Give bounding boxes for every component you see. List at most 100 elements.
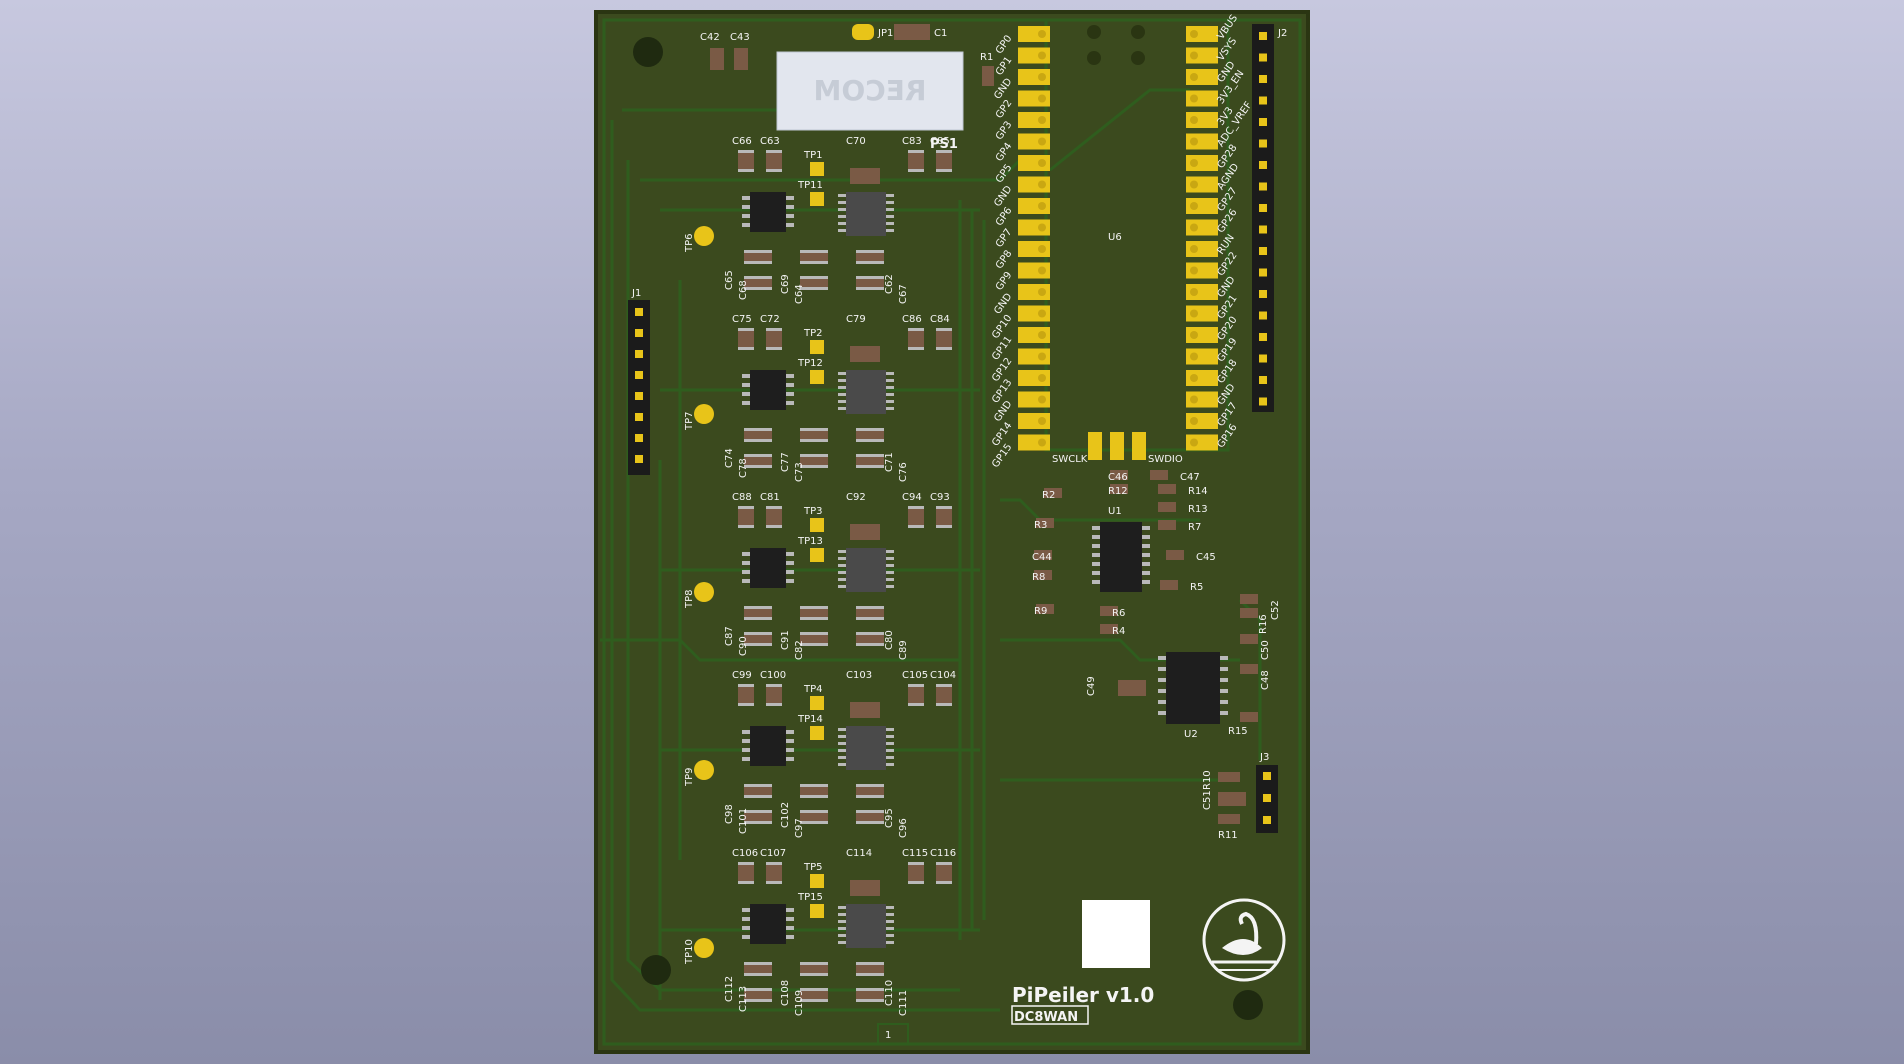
smd-part — [800, 784, 828, 798]
header-pin — [1259, 397, 1267, 406]
svg-text:TP5: TP5 — [803, 862, 823, 873]
svg-text:C101: C101 — [738, 808, 749, 834]
header-pin — [635, 350, 643, 358]
smd-part — [1158, 520, 1176, 530]
svg-text:TP12: TP12 — [797, 358, 823, 369]
smd-part — [744, 632, 772, 646]
smd-part — [800, 632, 828, 646]
power-module-label: PS1 — [930, 137, 958, 152]
header-pin — [1259, 75, 1267, 83]
smd-part — [1036, 604, 1054, 614]
svg-text:TP11: TP11 — [797, 180, 823, 191]
test-point — [694, 226, 714, 246]
header-pin — [1259, 53, 1267, 62]
ic-chip — [846, 370, 886, 414]
svg-text:C100: C100 — [760, 670, 786, 681]
smd-part — [744, 454, 772, 468]
svg-text:C112: C112 — [724, 976, 735, 1002]
smd-part — [744, 988, 772, 1002]
svg-text:R10: R10 — [1202, 770, 1213, 790]
svg-text:C113: C113 — [738, 986, 749, 1012]
smd-part — [1240, 712, 1258, 722]
header-pin — [1259, 333, 1267, 341]
header-pin — [635, 371, 643, 379]
smd-part — [1100, 606, 1118, 616]
test-point — [810, 518, 824, 532]
smd-part — [738, 684, 754, 706]
ic-chip — [750, 370, 786, 410]
svg-text:R13: R13 — [1188, 504, 1208, 515]
header-pin — [1259, 32, 1267, 40]
svg-text:C93: C93 — [930, 492, 950, 503]
smd-part — [744, 428, 772, 442]
smd-part — [1100, 624, 1118, 634]
test-point — [694, 404, 714, 424]
header-pin — [1259, 182, 1267, 191]
ic-chip — [750, 726, 786, 766]
smd-part — [1160, 580, 1178, 590]
svg-text:C80: C80 — [884, 630, 895, 650]
smd-part — [936, 506, 952, 528]
svg-text:C48: C48 — [1260, 670, 1271, 690]
svg-text:C44: C44 — [1032, 552, 1052, 563]
header-pin — [1259, 247, 1267, 255]
header-pin — [1259, 204, 1267, 212]
svg-text:TP4: TP4 — [803, 684, 823, 695]
smd-part — [1110, 484, 1128, 494]
smd-part — [800, 250, 828, 264]
svg-text:C52: C52 — [1270, 600, 1281, 620]
svg-text:U1: U1 — [1108, 506, 1122, 517]
swclk-label: SWCLK — [1052, 454, 1088, 465]
mounting-hole — [633, 37, 663, 67]
ic-chip — [750, 904, 786, 944]
connector-j2: J2 — [1252, 24, 1287, 412]
svg-text:TP9: TP9 — [684, 767, 695, 787]
header-pin — [635, 308, 643, 316]
test-point — [810, 696, 824, 710]
header-pin — [635, 329, 643, 337]
smd-part — [1036, 518, 1054, 528]
svg-text:C77: C77 — [780, 452, 791, 472]
svg-text:C63: C63 — [760, 136, 780, 147]
smd-part — [744, 606, 772, 620]
svg-text:C82: C82 — [794, 640, 805, 660]
resistor-label: R1 — [980, 52, 993, 63]
ic-chip — [846, 726, 886, 770]
svg-text:C72: C72 — [760, 314, 780, 325]
svg-text:C98: C98 — [724, 804, 735, 824]
smd-part — [766, 506, 782, 528]
svg-text:C78: C78 — [738, 458, 749, 478]
smd-part — [766, 150, 782, 172]
smd-part — [1218, 792, 1246, 806]
footer-marker: 1 — [885, 1030, 891, 1041]
board-author: DC8WAN — [1014, 1010, 1078, 1025]
test-point — [694, 582, 714, 602]
mounting-hole — [1233, 990, 1263, 1020]
test-point — [694, 938, 714, 958]
test-point — [810, 162, 824, 176]
header-pin — [1259, 376, 1267, 384]
header-pin — [1259, 225, 1267, 234]
smd-part — [1218, 814, 1240, 824]
smd-part — [908, 684, 924, 706]
smd-part — [856, 606, 884, 620]
svg-text:TP7: TP7 — [684, 411, 695, 431]
connector-j1: J1 — [628, 288, 650, 475]
svg-text:C102: C102 — [780, 802, 791, 828]
svg-text:C91: C91 — [780, 630, 791, 650]
svg-text:C66: C66 — [732, 136, 752, 147]
svg-text:C97: C97 — [794, 818, 805, 838]
board-title: PiPeiler v1.0 — [1012, 983, 1154, 1007]
smd-part — [908, 328, 924, 350]
smd-part — [766, 862, 782, 884]
power-module-brand: RECOM — [814, 74, 927, 107]
swdio-label: SWDIO — [1148, 454, 1183, 465]
svg-text:C51: C51 — [1202, 790, 1213, 810]
connector-j3: J3 — [1256, 752, 1278, 833]
svg-text:C85: C85 — [930, 136, 950, 147]
